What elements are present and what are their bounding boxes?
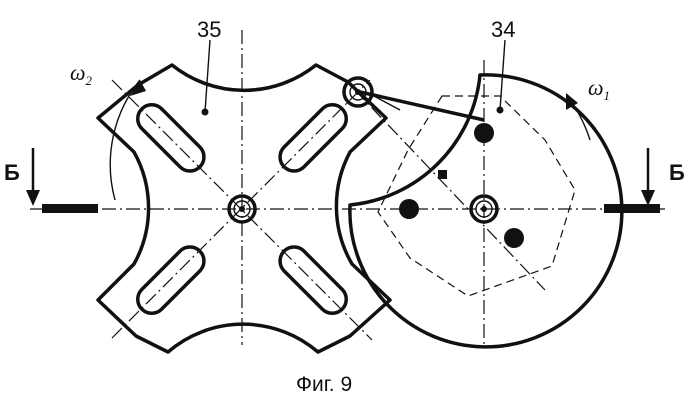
crank-arm [360,92,484,120]
slot-upper-right [274,99,352,177]
figure-caption: Фиг. 9 [296,373,352,396]
bolt-hole [474,123,494,143]
rotation-arrow-right [566,93,590,140]
slot-lower-left [132,241,210,319]
section-label-left: Б [4,160,20,185]
section-marker-left [26,148,98,213]
drive-disc [344,40,622,347]
cam-profile [378,96,575,296]
omega-label-left: ω2 [70,60,93,88]
rotation-arrow-left [110,80,146,200]
bolt-hole [504,228,524,248]
slot-lower-right [274,241,352,319]
section-label-right: Б [669,160,685,185]
omega-label-right: ω1 [588,75,610,103]
bolt-hole [399,199,419,219]
slot-upper-left [132,99,210,177]
part-label-34: 34 [491,17,515,42]
part-label-35: 35 [197,17,221,42]
